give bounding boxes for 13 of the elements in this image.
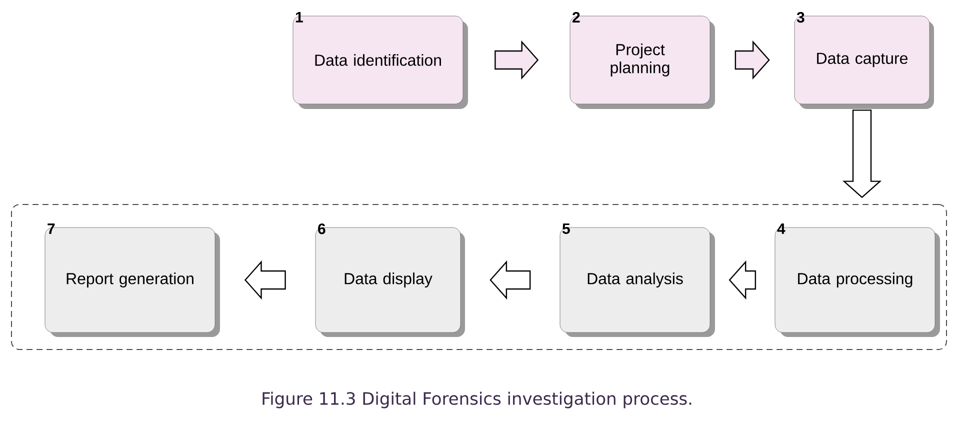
step-number: 1 [296, 12, 303, 22]
step-number: 7 [48, 224, 55, 234]
block-arrow [490, 260, 531, 300]
step-number: 2 [572, 12, 580, 22]
block-arrow [842, 110, 882, 198]
block-arrow [728, 260, 756, 300]
block-arrow [494, 40, 539, 80]
step-number: 3 [796, 12, 804, 23]
figure-caption: Figure 11.3 Digital Forensics investigation process. [262, 392, 692, 408]
block-arrow [244, 260, 286, 300]
step-number: 5 [562, 224, 570, 234]
block-arrow [734, 40, 770, 80]
dashed-group-frame [11, 204, 947, 350]
